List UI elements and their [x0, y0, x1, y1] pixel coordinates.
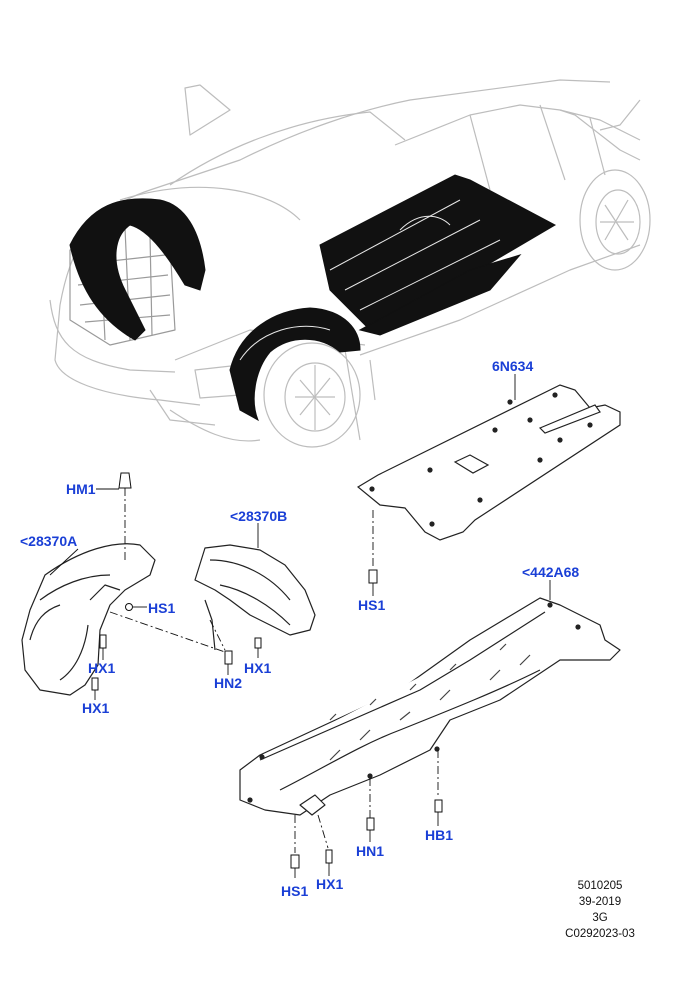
vehicle-outline	[49, 79, 651, 448]
reference-code: 3G	[592, 912, 608, 924]
leader-lines	[49, 374, 551, 878]
hx1-clip-icon	[325, 849, 333, 864]
hx1-clip-icon	[91, 677, 99, 691]
callout-6n634[interactable]: 6N634	[492, 358, 534, 374]
reference-block: 5010205 39-2019 3G C0292023-03	[545, 878, 655, 942]
callout-hs1-left[interactable]: HS1	[148, 600, 176, 616]
hb1-bolt-icon	[434, 799, 443, 813]
callout-hx1-a[interactable]: HX1	[88, 660, 116, 676]
hs1-screw-icon	[125, 603, 133, 611]
callout-hn1[interactable]: HN1	[356, 843, 385, 859]
part-28370a-liner[interactable]	[21, 543, 156, 696]
reference-number: 5010205	[577, 880, 623, 892]
hs1-screw-icon	[368, 569, 378, 584]
callout-hm1[interactable]: HM1	[66, 481, 96, 497]
part-442a68-undertray[interactable]	[239, 597, 621, 816]
part-6n634-panel[interactable]	[356, 384, 621, 541]
hn2-nut-icon	[224, 650, 233, 665]
callout-hx1-c[interactable]: HX1	[244, 660, 272, 676]
callout-442a68[interactable]: <442A68	[522, 564, 580, 580]
illustration-id: C0292023-03	[565, 928, 635, 940]
fasteners	[91, 472, 443, 869]
callout-hx1-b[interactable]: HX1	[82, 700, 110, 716]
callout-28370a[interactable]: <28370A	[20, 533, 78, 549]
hx1-clip-icon	[99, 634, 107, 649]
hn1-nut-icon	[366, 817, 375, 831]
vehicle-underbody-panels	[69, 174, 557, 422]
hx1-clip-icon	[254, 637, 262, 649]
hm1-clip-icon	[118, 472, 132, 489]
reference-date: 39-2019	[578, 896, 622, 908]
callout-hn2[interactable]: HN2	[214, 675, 243, 691]
hs1-screw-icon	[290, 854, 300, 869]
callout-hs1-bottom[interactable]: HS1	[281, 883, 309, 899]
part-28370b-liner[interactable]	[194, 544, 316, 651]
callout-hx1-bottom[interactable]: HX1	[316, 876, 344, 892]
callout-hb1[interactable]: HB1	[425, 827, 454, 843]
callout-hs1-mid[interactable]: HS1	[358, 597, 386, 613]
callout-28370b[interactable]: <28370B	[230, 508, 288, 524]
